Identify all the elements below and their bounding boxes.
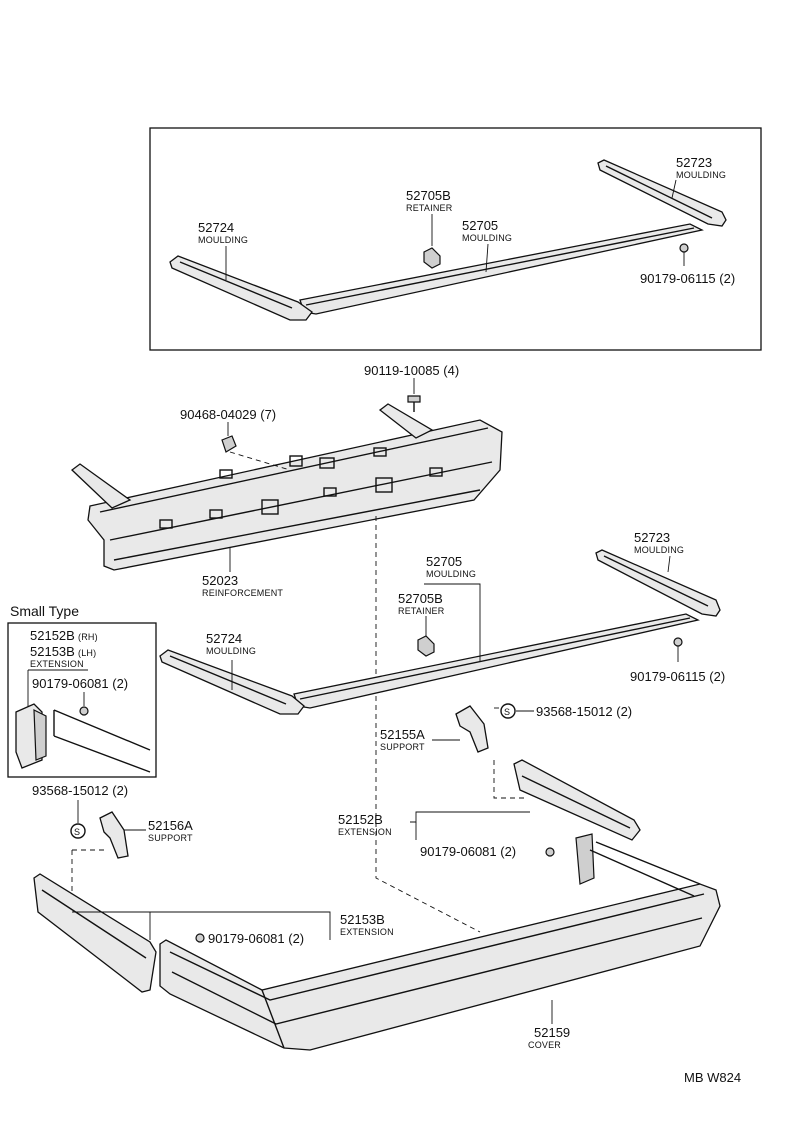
top-moulding-rh-name: MOULDING [676, 170, 726, 180]
bolt-part [407, 395, 421, 412]
nut-rh-part [545, 847, 555, 857]
top-moulding-rh-code: 52723 [676, 155, 712, 170]
moulding-set-frame [149, 127, 762, 351]
svg-text:S: S [74, 827, 80, 837]
top-clip-part [679, 243, 689, 253]
extension-rh-code: 52152B [338, 812, 383, 827]
screw-lh-part: S [70, 823, 86, 839]
support-lh-part [99, 811, 129, 859]
top-moulding-center-code: 52705 [462, 218, 498, 233]
mid-retainer-name: RETAINER [398, 606, 445, 616]
extension-lh-code: 52153B [340, 912, 385, 927]
cover-code: 52159 [534, 1025, 570, 1040]
small-ext-lh-suffix: (LH) [78, 648, 96, 658]
top-clip-code: 90179-06115 (2) [640, 271, 735, 286]
mid-retainer-code: 52705B [398, 591, 443, 606]
reinforcement-code: 52023 [202, 573, 238, 588]
footer-code: MB W824 [684, 1070, 741, 1085]
small-ext-name: EXTENSION [30, 659, 84, 669]
mid-moulding-rh-part [595, 549, 721, 617]
support-rh-part [455, 705, 489, 753]
small-ext-lh-code: 52153B [30, 644, 75, 659]
mid-clip-part [673, 637, 683, 647]
top-moulding-center-name: MOULDING [462, 233, 512, 243]
small-ext-rh-suffix: (RH) [78, 632, 98, 642]
top-moulding-lh-name: MOULDING [198, 235, 248, 245]
mid-moulding-center-code: 52705 [426, 554, 462, 569]
small-extension-part [15, 703, 47, 769]
mid-moulding-center-part [293, 613, 700, 709]
support-rh-code: 52155A [380, 727, 425, 742]
reinforcement-name: REINFORCEMENT [202, 588, 283, 598]
top-retainer-name: RETAINER [406, 203, 453, 213]
support-lh-code: 52156A [148, 818, 193, 833]
mid-moulding-rh-code: 52723 [634, 530, 670, 545]
screw-lh-code: 93568-15012 (2) [32, 783, 128, 798]
top-moulding-lh-part [169, 255, 313, 321]
nut-lh-part [195, 933, 205, 943]
small-ext-rh-code: 52152B [30, 628, 75, 643]
mid-moulding-lh-name: MOULDING [206, 646, 256, 656]
support-lh-name: SUPPORT [148, 833, 193, 843]
cover-part [159, 841, 721, 1051]
nut-rh-code: 90179-06081 (2) [420, 844, 516, 859]
mid-retainer-part [417, 635, 435, 657]
top-moulding-lh-code: 52724 [198, 220, 234, 235]
mid-moulding-center-name: MOULDING [426, 569, 476, 579]
small-nut-code: 90179-06081 (2) [32, 676, 128, 691]
extension-rh-name: EXTENSION [338, 827, 392, 837]
screw-rh-part: S [500, 703, 516, 719]
mid-moulding-rh-name: MOULDING [634, 545, 684, 555]
extension-lh-name: EXTENSION [340, 927, 394, 937]
cover-name: COVER [528, 1040, 561, 1050]
top-retainer-code: 52705B [406, 188, 451, 203]
extension-lh-part [33, 873, 157, 993]
small-cover-part [53, 709, 151, 773]
small-type-title: Small Type [10, 603, 79, 619]
clip-upper-part [221, 435, 237, 453]
svg-text:S: S [504, 707, 510, 717]
bolt-code: 90119-10085 (4) [364, 363, 459, 378]
top-moulding-rh-part [597, 159, 727, 227]
screw-rh-code: 93568-15012 (2) [536, 704, 632, 719]
support-rh-name: SUPPORT [380, 742, 425, 752]
small-type-frame [7, 622, 157, 778]
mid-clip-code: 90179-06115 (2) [630, 669, 725, 684]
nut-lh-code: 90179-06081 (2) [208, 931, 304, 946]
small-nut-part [79, 706, 89, 716]
mid-moulding-lh-code: 52724 [206, 631, 242, 646]
top-retainer-part [423, 247, 441, 269]
reinforcement-part [70, 403, 503, 571]
extension-rh-part [513, 759, 641, 885]
clip-upper-code: 90468-04029 (7) [180, 407, 276, 422]
